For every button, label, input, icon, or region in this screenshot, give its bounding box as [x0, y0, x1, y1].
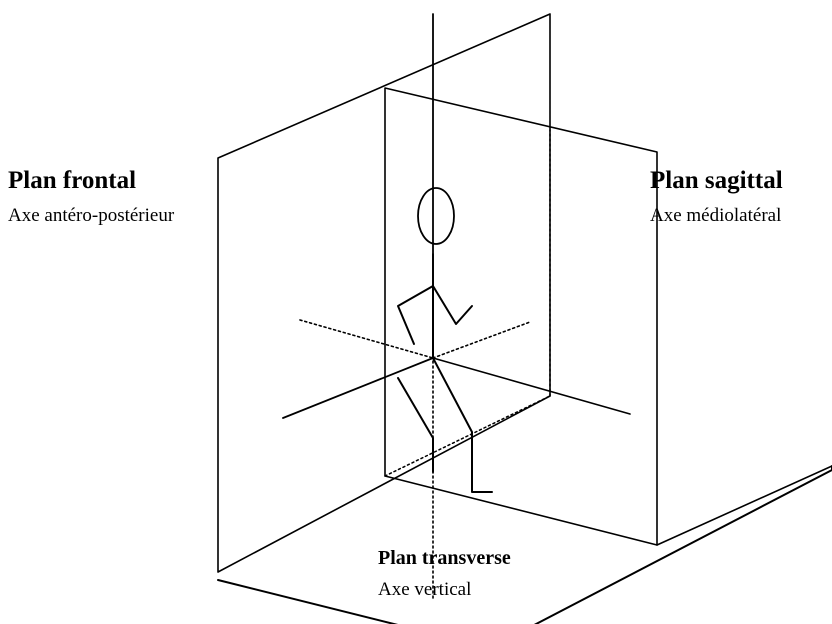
figure-arm-left [397, 285, 434, 345]
antero-posterior-axis [282, 357, 434, 419]
figure-arm-right [432, 285, 473, 325]
sagittal-plane [384, 87, 658, 546]
mediolateral-axis [299, 319, 434, 359]
frontal-plane-title: Plan frontal [8, 167, 137, 194]
sagittal-plane-title: Plan sagittal [650, 167, 783, 194]
hidden-edge-bottom [384, 395, 551, 477]
frontal-plane [217, 13, 551, 573]
figure-head [417, 187, 455, 245]
figure-leg-left [397, 377, 434, 473]
transverse-axis-label: Axe vertical [378, 579, 472, 600]
antero-posterior-axis-back [432, 357, 631, 415]
floor-edge-line [656, 465, 832, 546]
mediolateral-axis-far [432, 321, 531, 359]
figure-leg-right [432, 357, 493, 493]
transverse-plane [217, 465, 832, 624]
frontal-axis-label: Axe antéro-postérieur [8, 205, 175, 226]
transverse-plane-title: Plan transverse [378, 547, 511, 569]
sagittal-axis-label: Axe médiolatéral [650, 205, 782, 226]
